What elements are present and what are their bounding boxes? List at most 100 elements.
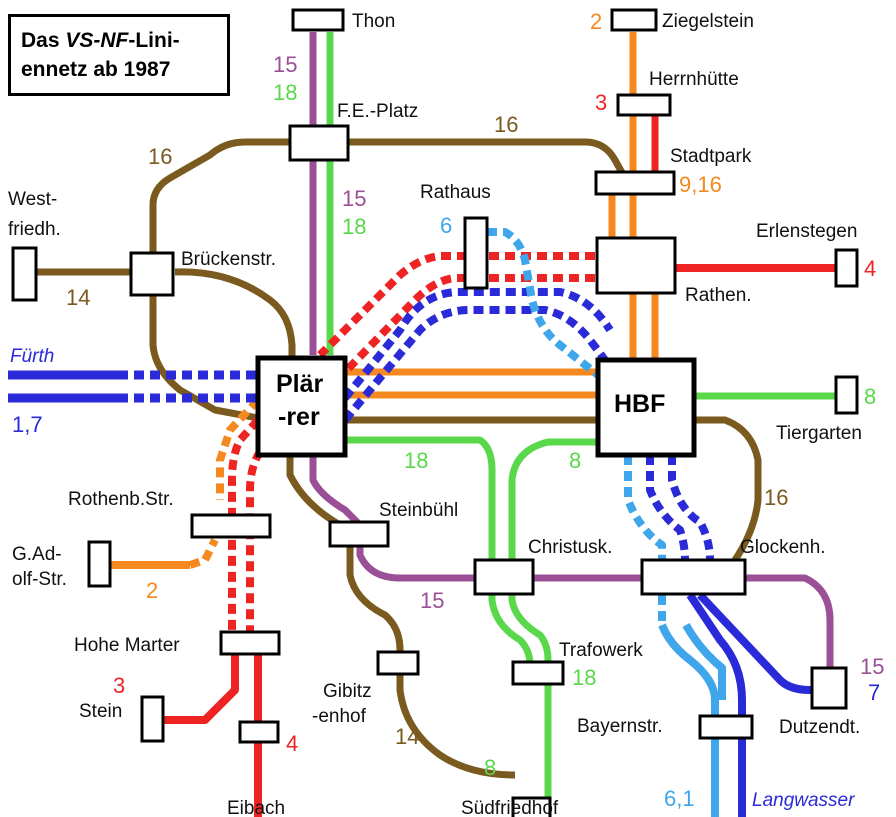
station-trafowerk-box[interactable] [511, 660, 565, 686]
title-line2: ennetz ab 1987 [21, 58, 171, 81]
label-bayernstr: Bayernstr. [577, 716, 663, 737]
label-ziegelstein: Ziegelstein [662, 11, 754, 32]
num-erlen-4: 4 [864, 256, 876, 281]
line-1-7-fuerth-dash [118, 370, 258, 403]
num-sued-8: 8 [484, 755, 496, 780]
num-thon-18: 18 [273, 80, 297, 105]
label-erlenstegen: Erlenstegen [756, 221, 857, 242]
label-eibach: Eibach [227, 798, 285, 817]
label-thon: Thon [352, 11, 395, 32]
num-traf-18: 18 [572, 665, 596, 690]
label-trafowerk: Trafowerk [559, 640, 643, 661]
num-top-16: 16 [494, 112, 518, 137]
station-dutzendt-box[interactable] [810, 666, 848, 710]
num-gadolf-2: 2 [146, 578, 158, 603]
label-glockenh: Glockenh. [740, 537, 826, 558]
station-steinbuehl-box[interactable] [328, 520, 390, 548]
label-dutzendt: Dutzendt. [779, 717, 860, 738]
station-rothenb-box[interactable] [190, 513, 272, 539]
station-herrnhuette-box[interactable] [616, 93, 672, 117]
num-glock-16: 16 [764, 485, 788, 510]
line-blue-solid-south [686, 592, 825, 817]
station-erlenstegen-box[interactable] [834, 248, 859, 288]
title-italic: VS-NF [65, 29, 129, 52]
line-red-dashed-north [317, 252, 595, 375]
station-westfriedh-box[interactable] [11, 246, 38, 302]
station-hbf-box[interactable] [595, 357, 697, 458]
label-rathen: Rathen. [685, 285, 752, 306]
label-christusk: Christusk. [528, 537, 612, 558]
num-gib-14: 14 [395, 724, 419, 749]
num-stadt-9-16: 9,16 [679, 172, 722, 197]
label-tiergarten: Tiergarten [776, 423, 862, 444]
line-16-ring [149, 138, 629, 270]
station-glockenh-box[interactable] [640, 558, 747, 596]
label-stein: Stein [79, 701, 122, 722]
label-westfriedh-2: friedh. [8, 219, 61, 240]
line-6-south-dash [624, 455, 666, 625]
label-plaerrer-2: -rer [278, 403, 320, 431]
line-2-gadolf-dash [188, 538, 219, 569]
label-hohe-marter: Hohe Marter [74, 635, 180, 656]
station-brueckenstr-box[interactable] [129, 251, 175, 297]
station-eibach-marker[interactable] [238, 720, 280, 744]
station-fe-platz-box[interactable] [288, 124, 350, 162]
station-gadolf-box[interactable] [87, 540, 112, 588]
label-rothenb: Rothenb.Str. [68, 489, 174, 510]
label-herrnhuette: Herrnhütte [649, 69, 739, 90]
num-left-16: 16 [148, 144, 172, 169]
num-thon-15: 15 [273, 52, 297, 77]
station-christusk-box[interactable] [473, 558, 535, 596]
num-dutz-15: 15 [860, 654, 884, 679]
station-gibitz-box[interactable] [376, 650, 420, 676]
line-16-west [149, 285, 259, 422]
station-rathen-box[interactable] [595, 236, 677, 295]
label-gibitz-1: Gibitz [323, 681, 372, 702]
line-3-stein [163, 655, 239, 724]
line-6-south [658, 623, 726, 817]
station-hohe-marter-box[interactable] [219, 630, 281, 656]
label-fuerth: Fürth [10, 346, 54, 367]
line-orange-plaerrer-hbf [345, 368, 598, 399]
num-s-18: 18 [404, 448, 428, 473]
station-ziegelstein-box[interactable] [610, 8, 658, 32]
station-bayernstr-box[interactable] [698, 714, 754, 740]
label-westfriedh-1: West- [8, 189, 57, 210]
label-stadtpark: Stadtpark [670, 146, 752, 167]
line-2-dashed-west [216, 397, 261, 500]
label-hbf: HBF [614, 390, 665, 418]
label-gadolf-2: olf-Str. [12, 569, 67, 590]
station-thon-box[interactable] [291, 8, 345, 32]
line-blue-dashed-north [341, 288, 614, 423]
num-dutz-7: 7 [868, 680, 880, 705]
title-part2: -Lini- [128, 29, 180, 52]
label-gibitz-2: -enhof [312, 706, 367, 727]
line-8-south [508, 438, 598, 800]
label-fe-platz: F.E.-Platz [337, 101, 418, 122]
station-tiergarten-box[interactable] [834, 375, 859, 415]
num-stein-3: 3 [113, 673, 125, 698]
line-18-south [345, 436, 534, 666]
line-1-7-fuerth [8, 370, 118, 403]
label-brueckenstr: Brückenstr. [181, 249, 276, 270]
label-langwasser: Langwasser [752, 790, 855, 811]
num-s-8: 8 [569, 448, 581, 473]
station-suedfriedhof-marker[interactable] [511, 796, 552, 817]
num-bay-6-1: 6,1 [664, 786, 695, 811]
label-gadolf-1: G.Ad- [12, 544, 62, 565]
station-plaerrer-box[interactable] [255, 355, 348, 458]
station-rathaus-box[interactable] [463, 216, 489, 290]
line-6-dashed [487, 228, 601, 379]
line-16-east [695, 416, 762, 562]
station-stadtpark-box[interactable] [594, 170, 676, 196]
num-rathaus-6: 6 [440, 213, 452, 238]
label-rathaus: Rathaus [420, 182, 491, 203]
num-fe-18: 18 [342, 214, 366, 239]
num-west-14: 14 [66, 285, 90, 310]
num-eibach-4: 4 [286, 731, 298, 756]
line-14-bridge [174, 268, 296, 358]
station-stein-box[interactable] [140, 695, 165, 743]
num-ziegel-2: 2 [590, 9, 602, 34]
line-9-drop [629, 292, 659, 360]
num-chr-15: 15 [420, 588, 444, 613]
